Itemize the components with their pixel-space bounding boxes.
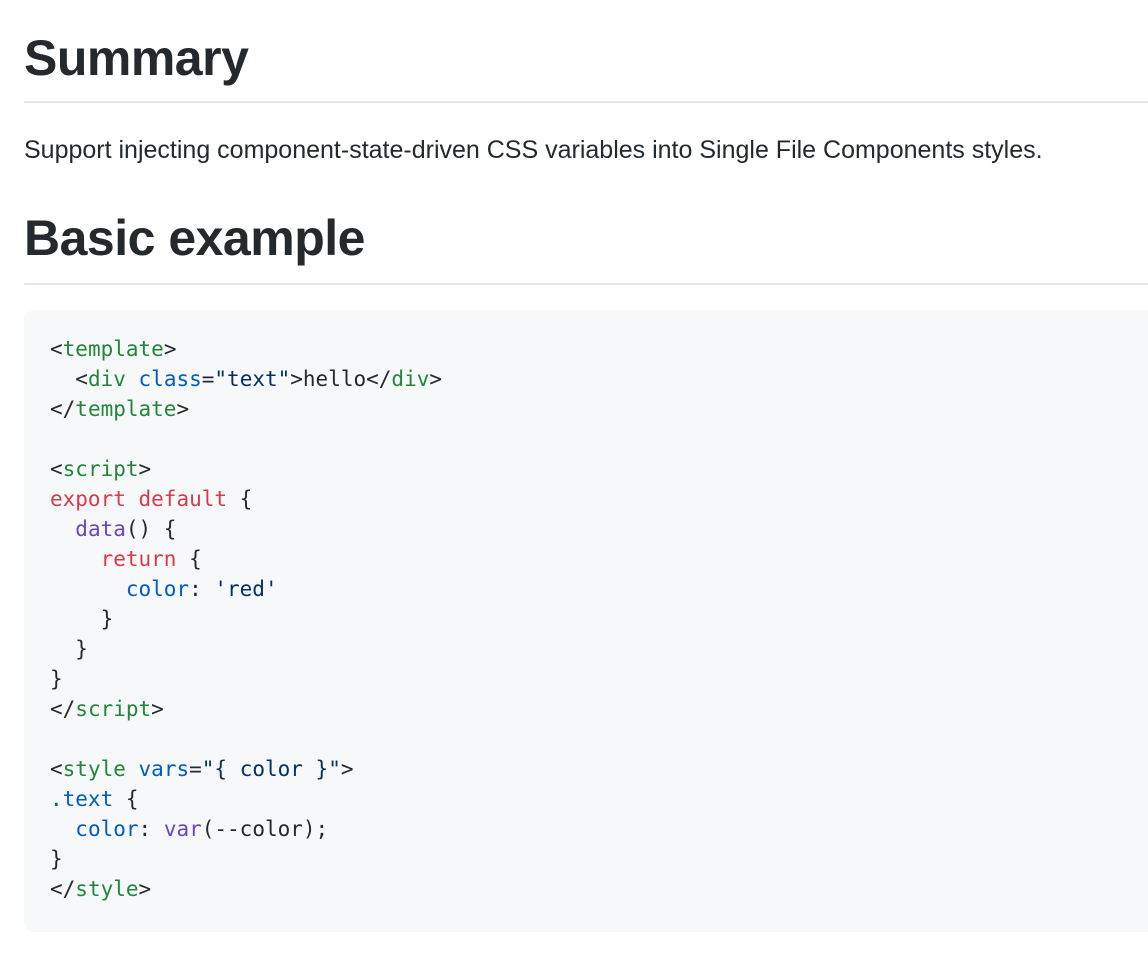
- code-token: [50, 547, 101, 571]
- code-line: }: [50, 664, 442, 694]
- code-token: >: [138, 457, 152, 481]
- code-token: }: [50, 607, 114, 631]
- code-token: >: [176, 397, 190, 421]
- code-token: >hello</: [290, 367, 392, 391]
- code-token: () {: [125, 517, 177, 541]
- code-token: [126, 367, 139, 391]
- code-token: <: [50, 457, 63, 481]
- code-token: =: [201, 367, 215, 391]
- code-token: template: [75, 397, 177, 421]
- code-line: color: 'red': [50, 574, 442, 604]
- code-token: <: [50, 337, 63, 361]
- code-token: >: [429, 367, 443, 391]
- code-token: color: [75, 817, 139, 841]
- code-line: </template>: [50, 394, 442, 424]
- code-content: <template> <div class="text">hello</div>…: [50, 334, 442, 904]
- code-token: default: [138, 487, 228, 511]
- code-token: script: [75, 697, 152, 721]
- code-token: [126, 757, 139, 781]
- code-token: :: [138, 817, 164, 841]
- code-line: <div class="text">hello</div>: [50, 364, 442, 394]
- code-line: <template>: [50, 334, 442, 364]
- code-line: export default {: [50, 484, 442, 514]
- code-token: "text": [214, 367, 291, 391]
- code-token: =: [189, 757, 202, 781]
- code-token: {: [227, 487, 253, 511]
- code-token: (--color);: [201, 817, 329, 841]
- code-line: }: [50, 604, 442, 634]
- code-token: color: [125, 577, 190, 601]
- heading-basic-example: Basic example: [24, 210, 365, 266]
- code-token: var: [163, 817, 202, 841]
- code-block[interactable]: <template> <div class="text">hello</div>…: [24, 310, 1148, 932]
- code-token: :: [189, 577, 215, 601]
- code-token: [50, 517, 75, 541]
- code-token: return: [100, 547, 177, 571]
- code-token: >: [340, 757, 354, 781]
- heading-divider: [24, 283, 1148, 285]
- code-token: {: [176, 547, 202, 571]
- code-line: [50, 724, 442, 754]
- code-line: [50, 424, 442, 454]
- code-token: div: [391, 367, 430, 391]
- code-token: }: [50, 637, 88, 661]
- code-token: "{ color }": [201, 757, 341, 781]
- code-line: }: [50, 634, 442, 664]
- code-token: export: [50, 487, 126, 511]
- code-line: </style>: [50, 874, 442, 904]
- code-token: <: [50, 367, 88, 391]
- code-token: {: [113, 787, 139, 811]
- code-line: data() {: [50, 514, 442, 544]
- code-line: <script>: [50, 454, 442, 484]
- code-token: </: [50, 397, 76, 421]
- code-token: [126, 487, 139, 511]
- code-token: [50, 577, 126, 601]
- code-token: >: [138, 877, 152, 901]
- code-token: vars: [138, 757, 190, 781]
- code-line: return {: [50, 544, 442, 574]
- code-token: style: [62, 757, 126, 781]
- code-line: </script>: [50, 694, 442, 724]
- code-token: [50, 817, 75, 841]
- code-token: <: [50, 757, 63, 781]
- heading-divider: [24, 101, 1148, 103]
- code-line: color: var(--color);: [50, 814, 442, 844]
- code-token: }: [50, 847, 63, 871]
- code-token: div: [87, 367, 126, 391]
- code-token: >: [163, 337, 177, 361]
- code-token: script: [62, 457, 139, 481]
- code-token: class: [138, 367, 202, 391]
- code-line: <style vars="{ color }">: [50, 754, 442, 784]
- code-token: </: [50, 877, 76, 901]
- summary-paragraph: Support injecting component-state-driven…: [24, 136, 1043, 164]
- code-line: .text {: [50, 784, 442, 814]
- code-token: </: [50, 697, 76, 721]
- code-token: >: [151, 697, 164, 721]
- code-token: data: [75, 517, 126, 541]
- code-token: 'red': [214, 577, 278, 601]
- code-token: .text: [50, 787, 114, 811]
- code-token: }: [50, 667, 63, 691]
- code-token: template: [62, 337, 164, 361]
- code-line: }: [50, 844, 442, 874]
- code-token: style: [75, 877, 139, 901]
- heading-summary: Summary: [24, 30, 249, 86]
